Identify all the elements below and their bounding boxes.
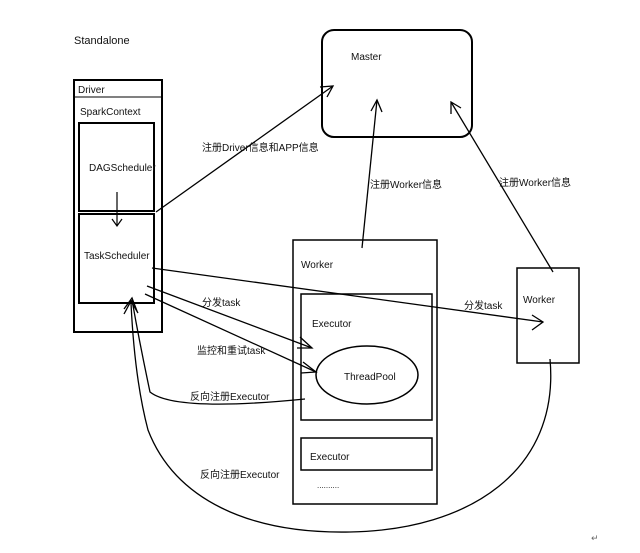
dispatch-task-right-label: 分发task bbox=[464, 299, 503, 312]
register-worker-right-label: 注册Worker信息 bbox=[499, 176, 571, 189]
register-worker-main-arrowhead bbox=[370, 98, 383, 113]
worker-main-box bbox=[292, 239, 438, 505]
task-scheduler-label: TaskScheduler bbox=[84, 251, 150, 262]
diagram-title: Standalone bbox=[74, 35, 130, 47]
register-driver-arrowhead bbox=[319, 85, 335, 98]
executor-main-box bbox=[300, 293, 433, 421]
thread-pool-ellipse bbox=[315, 345, 419, 405]
worker-right-label: Worker bbox=[523, 295, 556, 306]
master-label: Master bbox=[351, 52, 382, 63]
reverse-register-1-arrow bbox=[131, 299, 306, 405]
dispatch-task-main-arrowhead bbox=[297, 336, 314, 349]
register-worker-main-arrow bbox=[361, 99, 378, 249]
footer-return-mark: ↵ bbox=[591, 533, 599, 543]
spark-context-label: SparkContext bbox=[80, 107, 141, 118]
register-worker-right-arrow bbox=[450, 101, 554, 273]
reverse-register-2-label: 反向注册Executor bbox=[200, 468, 280, 481]
driver-box bbox=[73, 79, 163, 333]
register-driver-label: 注册Driver信息和APP信息 bbox=[202, 141, 319, 154]
reverse-register-1-label: 反向注册Executor bbox=[190, 390, 270, 403]
register-driver-arrow bbox=[155, 85, 334, 213]
executor-main-label: Executor bbox=[312, 319, 352, 330]
dispatch-task-right-arrowhead bbox=[531, 314, 545, 331]
dispatch-task-main-arrow bbox=[146, 285, 313, 349]
monitor-retry-arrow bbox=[144, 293, 317, 373]
reverse-register-1-arrowhead bbox=[123, 296, 138, 312]
register-worker-right-arrowhead bbox=[450, 100, 462, 114]
executor-second-box bbox=[300, 437, 433, 471]
master-box bbox=[321, 29, 473, 138]
monitor-retry-label: 监控和重试task bbox=[197, 344, 266, 357]
executor-second-label: Executor bbox=[310, 452, 350, 463]
driver-label: Driver bbox=[78, 85, 105, 96]
reverse-register-2-arrow bbox=[130, 302, 552, 533]
register-worker-main-label: 注册Worker信息 bbox=[370, 178, 442, 191]
dag-to-task-arrowhead bbox=[111, 218, 123, 228]
worker-main-label: Worker bbox=[301, 260, 334, 271]
reverse-register-2-arrowhead bbox=[123, 299, 139, 315]
worker-right-box bbox=[516, 267, 580, 364]
executor-ellipsis: .......... bbox=[317, 481, 339, 490]
dispatch-task-right-arrow bbox=[151, 267, 544, 323]
dispatch-task-main-label: 分发task bbox=[202, 296, 241, 309]
thread-pool-label: ThreadPool bbox=[344, 372, 396, 383]
monitor-retry-arrowhead bbox=[300, 361, 318, 374]
dag-scheduler-label: DAGScheduler bbox=[89, 163, 156, 174]
